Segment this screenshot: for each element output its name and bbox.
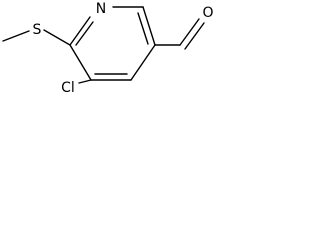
- bond-s-c2: [43, 29, 71, 46]
- bond-c6-c5-double: [137, 12, 149, 45]
- bond-c-o: [179, 18, 200, 46]
- atom-label-oxygen: O: [202, 5, 213, 21]
- bond-c3-c2: [69, 44, 92, 81]
- atom-label-chlorine: Cl: [61, 80, 75, 96]
- bond-methyl-s: [2, 30, 30, 42]
- bond-c3-cl: [78, 79, 92, 84]
- bond-c6-c5: [142, 6, 156, 46]
- bond-c-o-double: [184, 22, 205, 50]
- atom-label-nitrogen: N: [96, 1, 106, 17]
- chemical-structure-diagram: S N Cl O: [2, 1, 214, 96]
- bond-c5-c4: [130, 44, 156, 81]
- atom-label-sulfur: S: [33, 22, 42, 38]
- bond-c2-n-double: [75, 21, 94, 46]
- bond-c2-n: [69, 16, 91, 46]
